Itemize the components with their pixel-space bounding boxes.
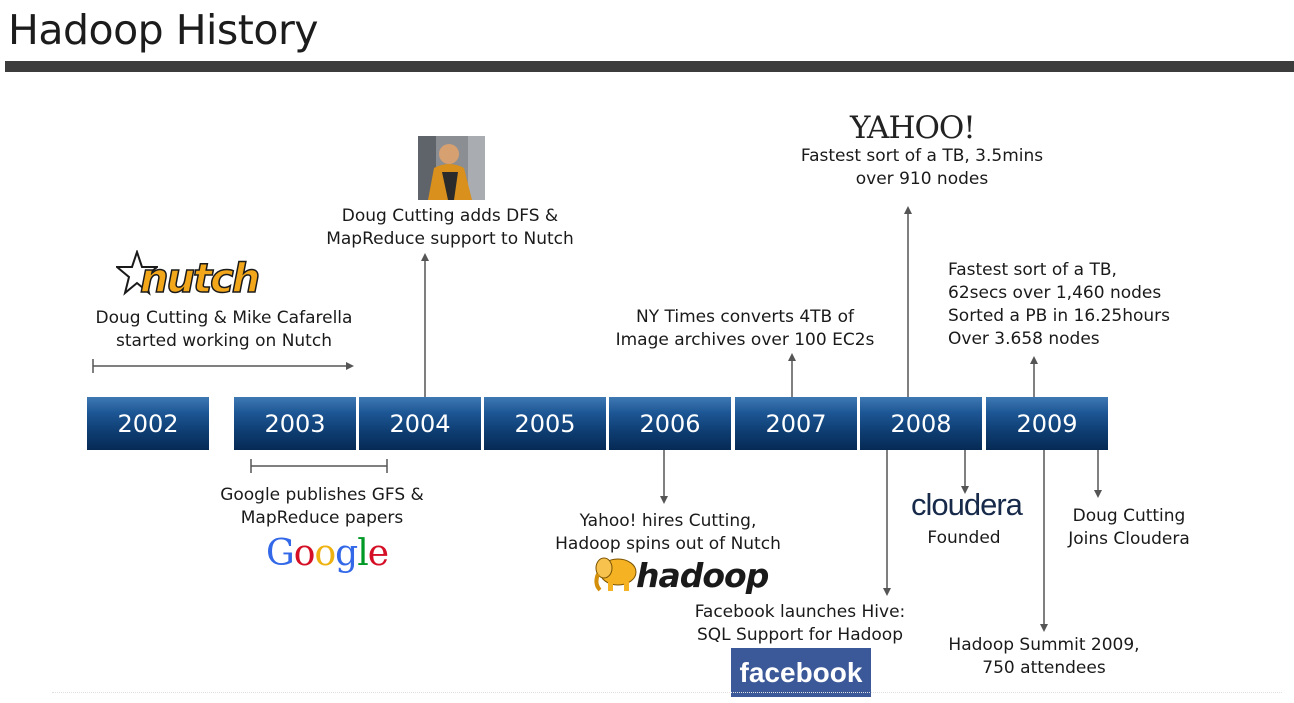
footer-divider [52,692,1282,693]
google-logo-letter: G [266,533,295,574]
event-hive-line1: Facebook launches Hive: [694,602,906,622]
hadoop-elephant-icon [592,552,640,598]
cloudera-logo: cloudera [911,487,1023,522]
event-dfs-line1: Doug Cutting adds DFS & [341,206,559,226]
event-nytimes-line2: Image archives over 100 EC2s [615,330,875,350]
year-2008: 2008 [860,397,982,450]
year-2003: 2003 [234,397,356,450]
event-sort-2009-line4: Over 3.658 nodes [948,329,1100,349]
year-2002: 2002 [87,397,209,450]
year-2009: 2009 [986,397,1108,450]
event-cutting-cloudera-line2: Joins Cloudera [1068,529,1190,549]
event-sort-2009: Fastest sort of a TB, 62secs over 1,460 … [948,259,1170,351]
event-google: Google publishes GFS & MapReduce papers [190,484,454,530]
event-nytimes-line1: NY Times converts 4TB of [636,307,854,327]
google-logo-letter: e [367,533,389,574]
event-dfs-line2: MapReduce support to Nutch [326,229,574,249]
event-cutting-cloudera-line1: Doug Cutting [1072,506,1186,526]
event-summit: Hadoop Summit 2009, 750 attendees [930,634,1158,680]
event-google-line1: Google publishes GFS & [220,485,424,505]
event-summit-line1: Hadoop Summit 2009, [948,635,1140,655]
event-cloudera: Founded [915,527,1013,550]
page-title: Hadoop History [8,6,319,54]
title-rule [5,61,1294,72]
facebook-logo: facebook [731,648,871,697]
timeline-bar: 2002 2003 2004 2005 2006 2007 2008 2009 [87,397,1128,450]
event-yahoo-sort: Fastest sort of a TB, 3.5mins over 910 n… [784,145,1060,191]
event-yahoo-hires: Yahoo! hires Cutting, Hadoop spins out o… [543,510,793,556]
event-hive: Facebook launches Hive: SQL Support for … [680,601,920,647]
google-logo-letter: o [314,533,336,574]
year-2004: 2004 [359,397,481,450]
google-logo-letter: g [335,533,358,574]
google-logo: Google [266,533,389,574]
event-nutch-line1: Doug Cutting & Mike Cafarella [95,308,353,328]
event-yahoo-sort-line1: Fastest sort of a TB, 3.5mins [800,146,1044,166]
event-dfs: Doug Cutting adds DFS & MapReduce suppor… [316,205,584,251]
yahoo-logo: YAHOO! [850,110,976,146]
event-google-line2: MapReduce papers [240,508,404,528]
event-yahoo-hires-line1: Yahoo! hires Cutting, [579,511,757,531]
event-yahoo-hires-line2: Hadoop spins out of Nutch [555,534,781,554]
event-nutch: Doug Cutting & Mike Cafarella started wo… [76,307,372,353]
nutch-logo: nutch [139,255,261,303]
year-2006: 2006 [609,397,731,450]
event-nytimes: NY Times converts 4TB of Image archives … [600,306,890,352]
event-nutch-line2: started working on Nutch [116,331,332,351]
year-2007: 2007 [735,397,857,450]
event-yahoo-sort-line2: over 910 nodes [855,169,989,189]
event-sort-2009-line3: Sorted a PB in 16.25hours [948,306,1171,326]
year-2005: 2005 [484,397,606,450]
google-logo-letter: l [357,533,368,574]
event-summit-line2: 750 attendees [982,658,1106,678]
nutch-star-icon [114,248,160,300]
hadoop-logo: hadoop [636,556,769,595]
nutch-span-arrow [92,359,354,373]
event-cloudera-line1: Founded [927,528,1001,548]
event-sort-2009-line1: Fastest sort of a TB, [948,260,1117,280]
event-cutting-cloudera: Doug Cutting Joins Cloudera [1058,505,1200,551]
doug-cutting-photo [418,136,485,200]
google-logo-letter: o [293,533,316,574]
event-hive-line2: SQL Support for Hadoop [696,625,904,645]
event-sort-2009-line2: 62secs over 1,460 nodes [948,283,1162,303]
google-bracket [250,459,388,473]
